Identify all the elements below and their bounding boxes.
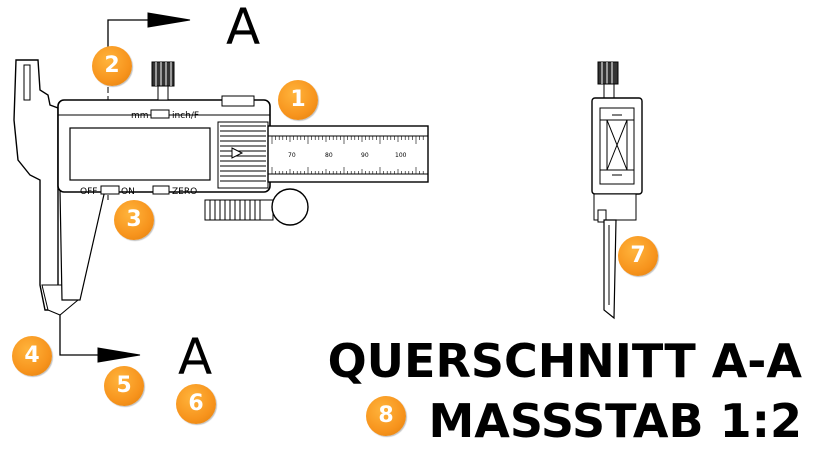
- zero-label: ZERO: [172, 187, 197, 197]
- callout-badge-6: 6: [176, 384, 216, 424]
- moving-jaw: [59, 189, 106, 301]
- callout-badge-4: 4: [12, 336, 52, 376]
- ruler-ticks: [271, 136, 424, 174]
- knurled-drive: [217, 121, 269, 189]
- callout-badge-3: 3: [114, 200, 154, 240]
- callout-badge-5: 5: [104, 366, 144, 406]
- callout-badge-2: 2: [92, 46, 132, 86]
- scale-number-90: 90: [361, 152, 369, 159]
- section-mark-bottom: A: [178, 328, 213, 386]
- power-off-label: OFF: [80, 187, 97, 197]
- power-button: [100, 185, 120, 195]
- callout-badge-8: 8: [366, 396, 406, 436]
- section-mark-top: A: [226, 0, 261, 56]
- section-line-bottom: [59, 300, 100, 356]
- fixed-jaw: [13, 59, 59, 311]
- scale-number-80: 80: [325, 152, 333, 159]
- arrow-top: [147, 12, 191, 28]
- display-window: [69, 127, 211, 181]
- battery-cover: [221, 95, 255, 107]
- callout-badge-1: 1: [278, 80, 318, 120]
- unit-toggle-button: [150, 109, 170, 119]
- scale-number-100: 100: [395, 152, 407, 159]
- scale-title: MASSSTAB 1:2: [428, 394, 802, 448]
- callout-badge-7: 7: [618, 236, 658, 276]
- zero-button: [152, 185, 170, 195]
- section-title: QUERSCHNITT A-A: [327, 334, 802, 388]
- scale-number-70: 70: [288, 152, 296, 159]
- arrow-bottom: [97, 347, 141, 363]
- knurl-lines: [220, 125, 266, 182]
- cross-section-drawing: [591, 61, 643, 320]
- thumb-roller: [271, 188, 309, 226]
- power-on-label: ON: [121, 187, 135, 197]
- unit-label-inch: inch/F: [172, 111, 199, 121]
- unit-label-mm: mm: [131, 111, 149, 121]
